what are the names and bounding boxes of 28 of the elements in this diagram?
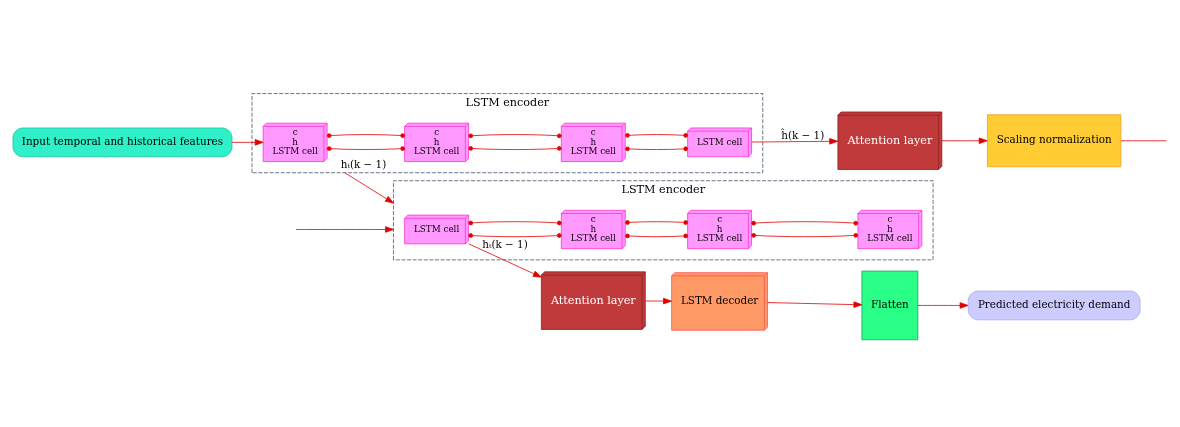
arrow [751,138,839,145]
arrow [344,172,394,204]
connector [326,133,405,138]
connector [468,220,562,226]
edge-label: hₜ(k − 1) [482,238,528,251]
arrow [645,297,672,305]
arrow [295,226,394,233]
connector [625,233,688,239]
connector [625,220,688,225]
arrow [941,137,988,144]
arrow [767,301,863,308]
arrow [468,243,542,278]
connector [751,220,859,226]
edge-label: hₜ(k − 1) [340,158,387,171]
connector [468,133,562,139]
node-box: Input temporal and historical features [12,127,233,158]
connector [326,146,405,151]
connector [625,146,688,152]
node-box: Predicted electricity demand [967,290,1141,321]
node-box: Scaling normalization [987,114,1122,168]
connector [468,146,562,151]
connector [468,233,562,238]
edge-label: ĥ(k − 1) [781,128,825,141]
arrow [917,302,969,309]
node-box: Flatten [861,270,919,341]
connector [625,133,688,138]
arrow [231,139,264,146]
connector [751,233,859,238]
